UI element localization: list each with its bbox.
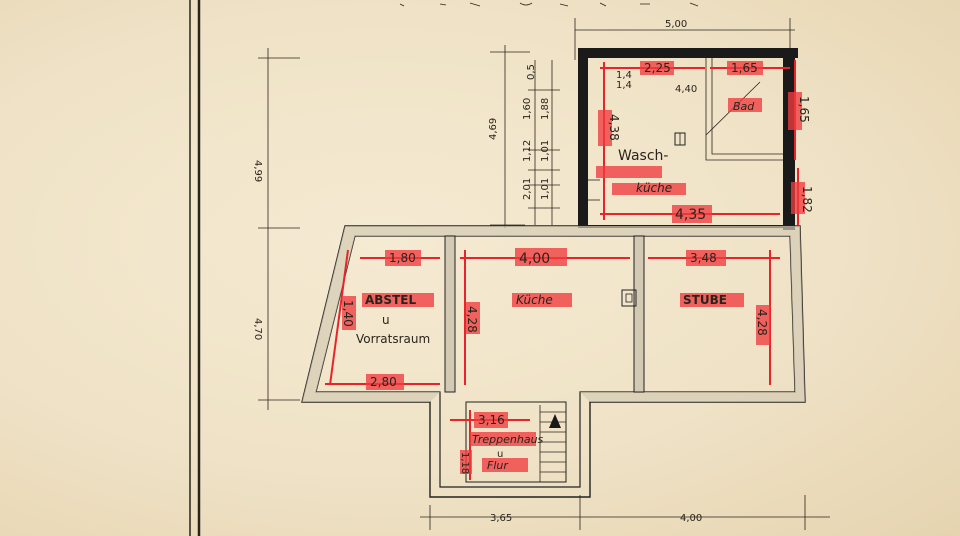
top-partial-text bbox=[399, 2, 699, 7]
dim-treppe-left: 1,18 bbox=[459, 452, 470, 474]
dim-abstel-left: 1,40 bbox=[341, 300, 355, 327]
dimension-labels: 5,00 4,99 4,70 4,69 3,65 4,00 1,60 1,88 … bbox=[252, 19, 702, 524]
label-u: u bbox=[382, 313, 390, 327]
dim-wk-height: 4,40 bbox=[675, 84, 697, 95]
label-stube: STUBE bbox=[683, 293, 727, 307]
label-abstel: ABSTEL bbox=[365, 293, 416, 307]
sheet-border bbox=[189, 0, 201, 536]
label-kueche: Küche bbox=[516, 293, 553, 307]
dim-abstel-bottom: 2,80 bbox=[370, 375, 397, 389]
dim-small-2: 1,88 bbox=[540, 98, 551, 120]
dim-bottom-right: 4,00 bbox=[680, 513, 702, 524]
dim-vert-mid: 4,69 bbox=[488, 118, 499, 140]
dim-kueche-top: 4,00 bbox=[519, 251, 550, 267]
wall-wk-top bbox=[578, 48, 798, 58]
dim-frac-bottom: 1,4 bbox=[616, 80, 632, 91]
dim-frac-top: 1,4 bbox=[616, 70, 632, 81]
label-vorratsraum: Vorratsraum bbox=[356, 332, 430, 346]
wall-wk-left bbox=[578, 48, 588, 228]
dim-stube-right: 4,28 bbox=[755, 309, 769, 336]
room-labels: Wasch- küche Bad ABSTEL u Vorratsraum Kü… bbox=[356, 100, 755, 472]
dim-wk-top-right: 1,65 bbox=[731, 61, 758, 75]
dim-small-3: 1,12 bbox=[522, 140, 533, 162]
red-highlights bbox=[342, 61, 805, 474]
dim-small-1: 1,60 bbox=[522, 98, 533, 120]
dim-wk-left: 4,38 bbox=[607, 114, 621, 141]
dim-small-7: 0,5 bbox=[526, 64, 537, 80]
red-dimension-labels: 2,25 1,65 4,38 1,65 1,82 4,35 1,80 1,40 … bbox=[341, 61, 814, 474]
dim-left-lower: 4,70 bbox=[252, 318, 263, 340]
dim-wk-right-low: 1,82 bbox=[800, 186, 814, 213]
dim-left-upper: 4,99 bbox=[252, 160, 263, 182]
label-u-flur: u bbox=[497, 449, 503, 460]
label-kueche-wk: küche bbox=[636, 181, 672, 195]
dim-treppe-top: 3,16 bbox=[478, 413, 505, 427]
dim-abstel-top: 1,80 bbox=[389, 251, 416, 265]
red-annotation-lines bbox=[325, 60, 799, 480]
label-treppenhaus: Treppenhaus bbox=[472, 433, 544, 446]
dim-bottom-left: 3,65 bbox=[490, 513, 512, 524]
dim-small-4: 1,01 bbox=[540, 140, 551, 162]
label-flur: Flur bbox=[487, 459, 509, 472]
dim-wk-top-left: 2,25 bbox=[644, 61, 671, 75]
dim-small-6: 1,01 bbox=[540, 178, 551, 200]
dim-wk-right: 1,65 bbox=[797, 96, 811, 123]
label-bad: Bad bbox=[733, 100, 755, 113]
dim-stube-top: 3,48 bbox=[690, 251, 717, 265]
label-wasch: Wasch- bbox=[618, 148, 668, 164]
dim-wk-bottom: 4,35 bbox=[675, 207, 706, 223]
walls bbox=[301, 48, 806, 498]
dim-small-5: 2,01 bbox=[522, 178, 533, 200]
dim-kueche-left: 4,28 bbox=[465, 306, 479, 333]
dim-top-overall: 5,00 bbox=[665, 19, 687, 30]
dimension-lines bbox=[258, 18, 830, 530]
